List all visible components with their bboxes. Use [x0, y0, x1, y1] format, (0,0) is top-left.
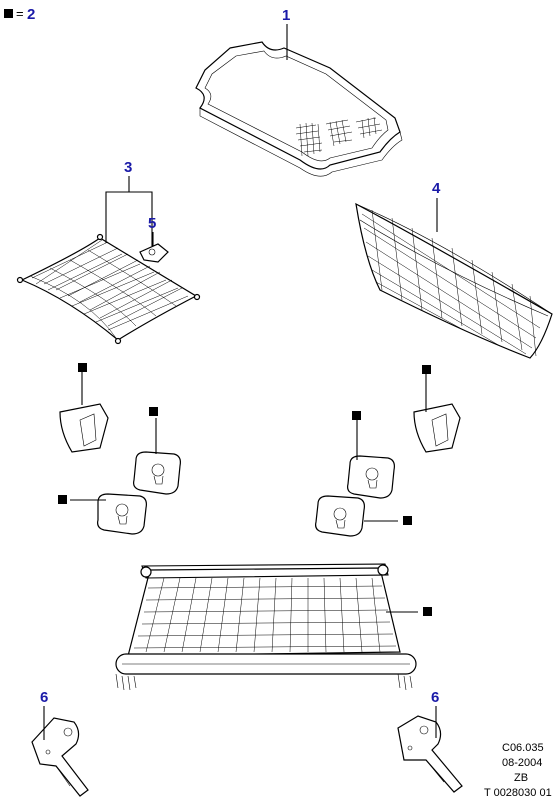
- ref-line-2: 08-2004: [502, 757, 542, 769]
- part-6-left-bracket: [31, 706, 89, 797]
- legend-ref-number: 2: [27, 6, 35, 23]
- right-net-clip: [413, 365, 461, 453]
- ref-marker-left-anchor-upper: [149, 407, 158, 416]
- reference-block: C06.035 08-2004 ZB T 0028030 01: [484, 742, 552, 799]
- ref-marker-right-anchor-upper: [352, 411, 361, 420]
- part-4-side-storage-net: [355, 198, 553, 359]
- callout-5: 5: [148, 215, 156, 232]
- part-1-luggage-mat: [195, 24, 403, 177]
- ref-marker-left-clip: [78, 363, 87, 372]
- cargo-barrier-net: [115, 563, 432, 691]
- legend-square-marker: [4, 9, 13, 18]
- ref-marker-right-anchor-lower: [403, 516, 412, 525]
- callout-3: 3: [124, 159, 132, 176]
- callout-1: 1: [282, 7, 290, 24]
- callout-4: 4: [432, 180, 441, 197]
- callout-6-right: 6: [431, 689, 439, 706]
- right-anchor-lower: [315, 495, 412, 537]
- ref-marker-left-anchor-lower: [58, 495, 67, 504]
- legend: = 2: [4, 6, 35, 23]
- ref-line-1: C06.035: [502, 742, 544, 754]
- ref-line-4: T 0028030 01: [484, 787, 552, 799]
- part-6-right-bracket: [397, 706, 463, 793]
- left-anchor-upper: [133, 407, 181, 495]
- ref-marker-cargo-net: [423, 607, 432, 616]
- right-anchor-upper: [347, 411, 395, 499]
- legend-equals: =: [16, 6, 24, 21]
- left-anchor-lower: [58, 493, 147, 535]
- left-net-clip: [59, 363, 109, 453]
- callout-6-left: 6: [40, 689, 48, 706]
- part-5-net-hook: [139, 232, 169, 263]
- ref-line-3: ZB: [514, 772, 528, 784]
- part-3-floor-net: [16, 176, 201, 345]
- ref-marker-right-clip: [422, 365, 431, 374]
